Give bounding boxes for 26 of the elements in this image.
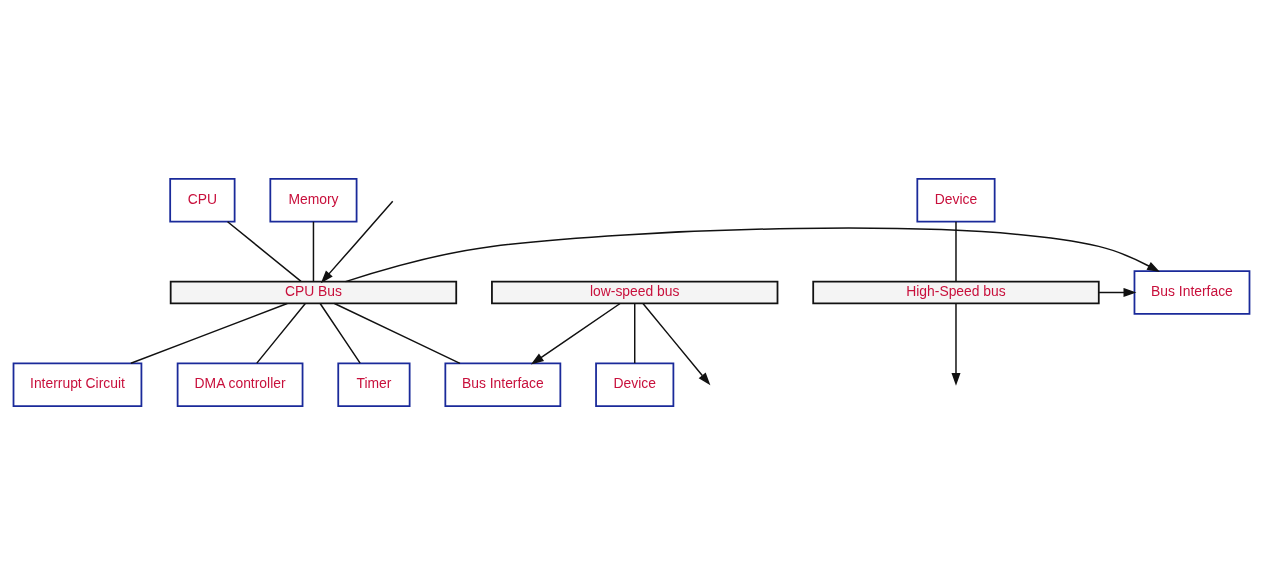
node-box: Timer — [337, 362, 411, 407]
arrow — [344, 226, 1160, 282]
node-box: Bus Interface — [1133, 269, 1251, 315]
connector — [312, 220, 315, 282]
arrow — [951, 302, 961, 386]
connector — [955, 220, 957, 282]
connector — [226, 220, 302, 282]
arrow — [320, 200, 394, 283]
connector — [256, 302, 307, 364]
arrow — [642, 302, 711, 385]
node-box: DMA controller — [176, 362, 304, 407]
connector — [130, 302, 289, 364]
node-box: Bus Interface — [444, 362, 562, 407]
arrow — [1098, 287, 1137, 297]
node-box: Device — [595, 362, 675, 407]
connector — [333, 302, 461, 364]
connector — [633, 302, 636, 364]
node-box: High-Speed bus — [812, 280, 1100, 304]
node-box: CPU Bus — [169, 280, 458, 304]
node-box: Interrupt Circuit — [12, 362, 143, 407]
node-box: Memory — [269, 177, 358, 222]
arrow — [530, 302, 621, 365]
node-box: Device — [916, 177, 996, 222]
node-box: CPU — [169, 177, 236, 222]
connector — [319, 302, 361, 364]
node-box: low-speed bus — [491, 280, 779, 304]
